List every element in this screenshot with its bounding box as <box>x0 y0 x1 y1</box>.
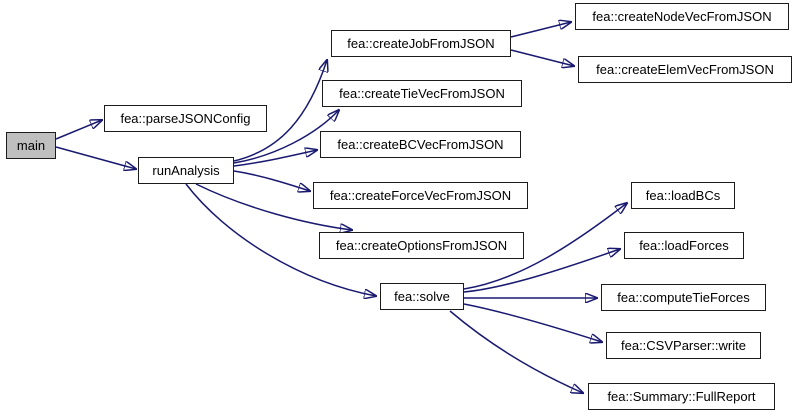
node-createForceVecFromJSON[interactable]: fea::createForceVecFromJSON <box>313 182 528 209</box>
edge-solve-loadForces <box>463 249 620 293</box>
node-createTieVecFromJSON[interactable]: fea::createTieVecFromJSON <box>322 80 522 107</box>
edge-solve-loadBCs <box>463 203 627 290</box>
edge-runAnalysis-solve <box>185 183 376 296</box>
node-createOptionsFromJSON[interactable]: fea::createOptionsFromJSON <box>319 232 524 259</box>
edge-main-parseJSONConfig <box>55 120 102 140</box>
node-loadForces[interactable]: fea::loadForces <box>624 232 744 259</box>
node-csvParserWrite[interactable]: fea::CSVParser::write <box>606 332 761 359</box>
edge-runAnalysis-createOptionsFromJSON <box>195 183 352 230</box>
node-runAnalysis[interactable]: runAnalysis <box>138 157 234 184</box>
edge-solve-summaryFullReport <box>449 310 583 393</box>
edge-main-runAnalysis <box>55 146 136 169</box>
node-loadBCs[interactable]: fea::loadBCs <box>631 182 735 209</box>
node-parseJSONConfig[interactable]: fea::parseJSONConfig <box>104 105 267 132</box>
node-createElemVecFromJSON[interactable]: fea::createElemVecFromJSON <box>578 56 792 83</box>
node-createBCVecFromJSON[interactable]: fea::createBCVecFromJSON <box>320 131 521 158</box>
edge-createJobFromJSON-createNodeVecFromJSON <box>510 22 571 38</box>
node-computeTieForces[interactable]: fea::computeTieForces <box>601 284 766 311</box>
node-createNodeVecFromJSON[interactable]: fea::createNodeVecFromJSON <box>575 3 789 30</box>
node-summaryFullReport[interactable]: fea::Summary::FullReport <box>588 383 775 410</box>
node-solve[interactable]: fea::solve <box>380 283 464 310</box>
edge-runAnalysis-createJobFromJSON <box>233 60 327 162</box>
edge-solve-csvParserWrite <box>463 303 602 342</box>
edge-runAnalysis-createForceVecFromJSON <box>233 170 310 191</box>
node-createJobFromJSON[interactable]: fea::createJobFromJSON <box>331 30 511 57</box>
edge-runAnalysis-createTieVecFromJSON <box>233 110 339 164</box>
edge-createJobFromJSON-createElemVecFromJSON <box>510 49 574 66</box>
node-main: main <box>6 132 56 159</box>
edge-runAnalysis-createBCVecFromJSON <box>233 150 317 167</box>
